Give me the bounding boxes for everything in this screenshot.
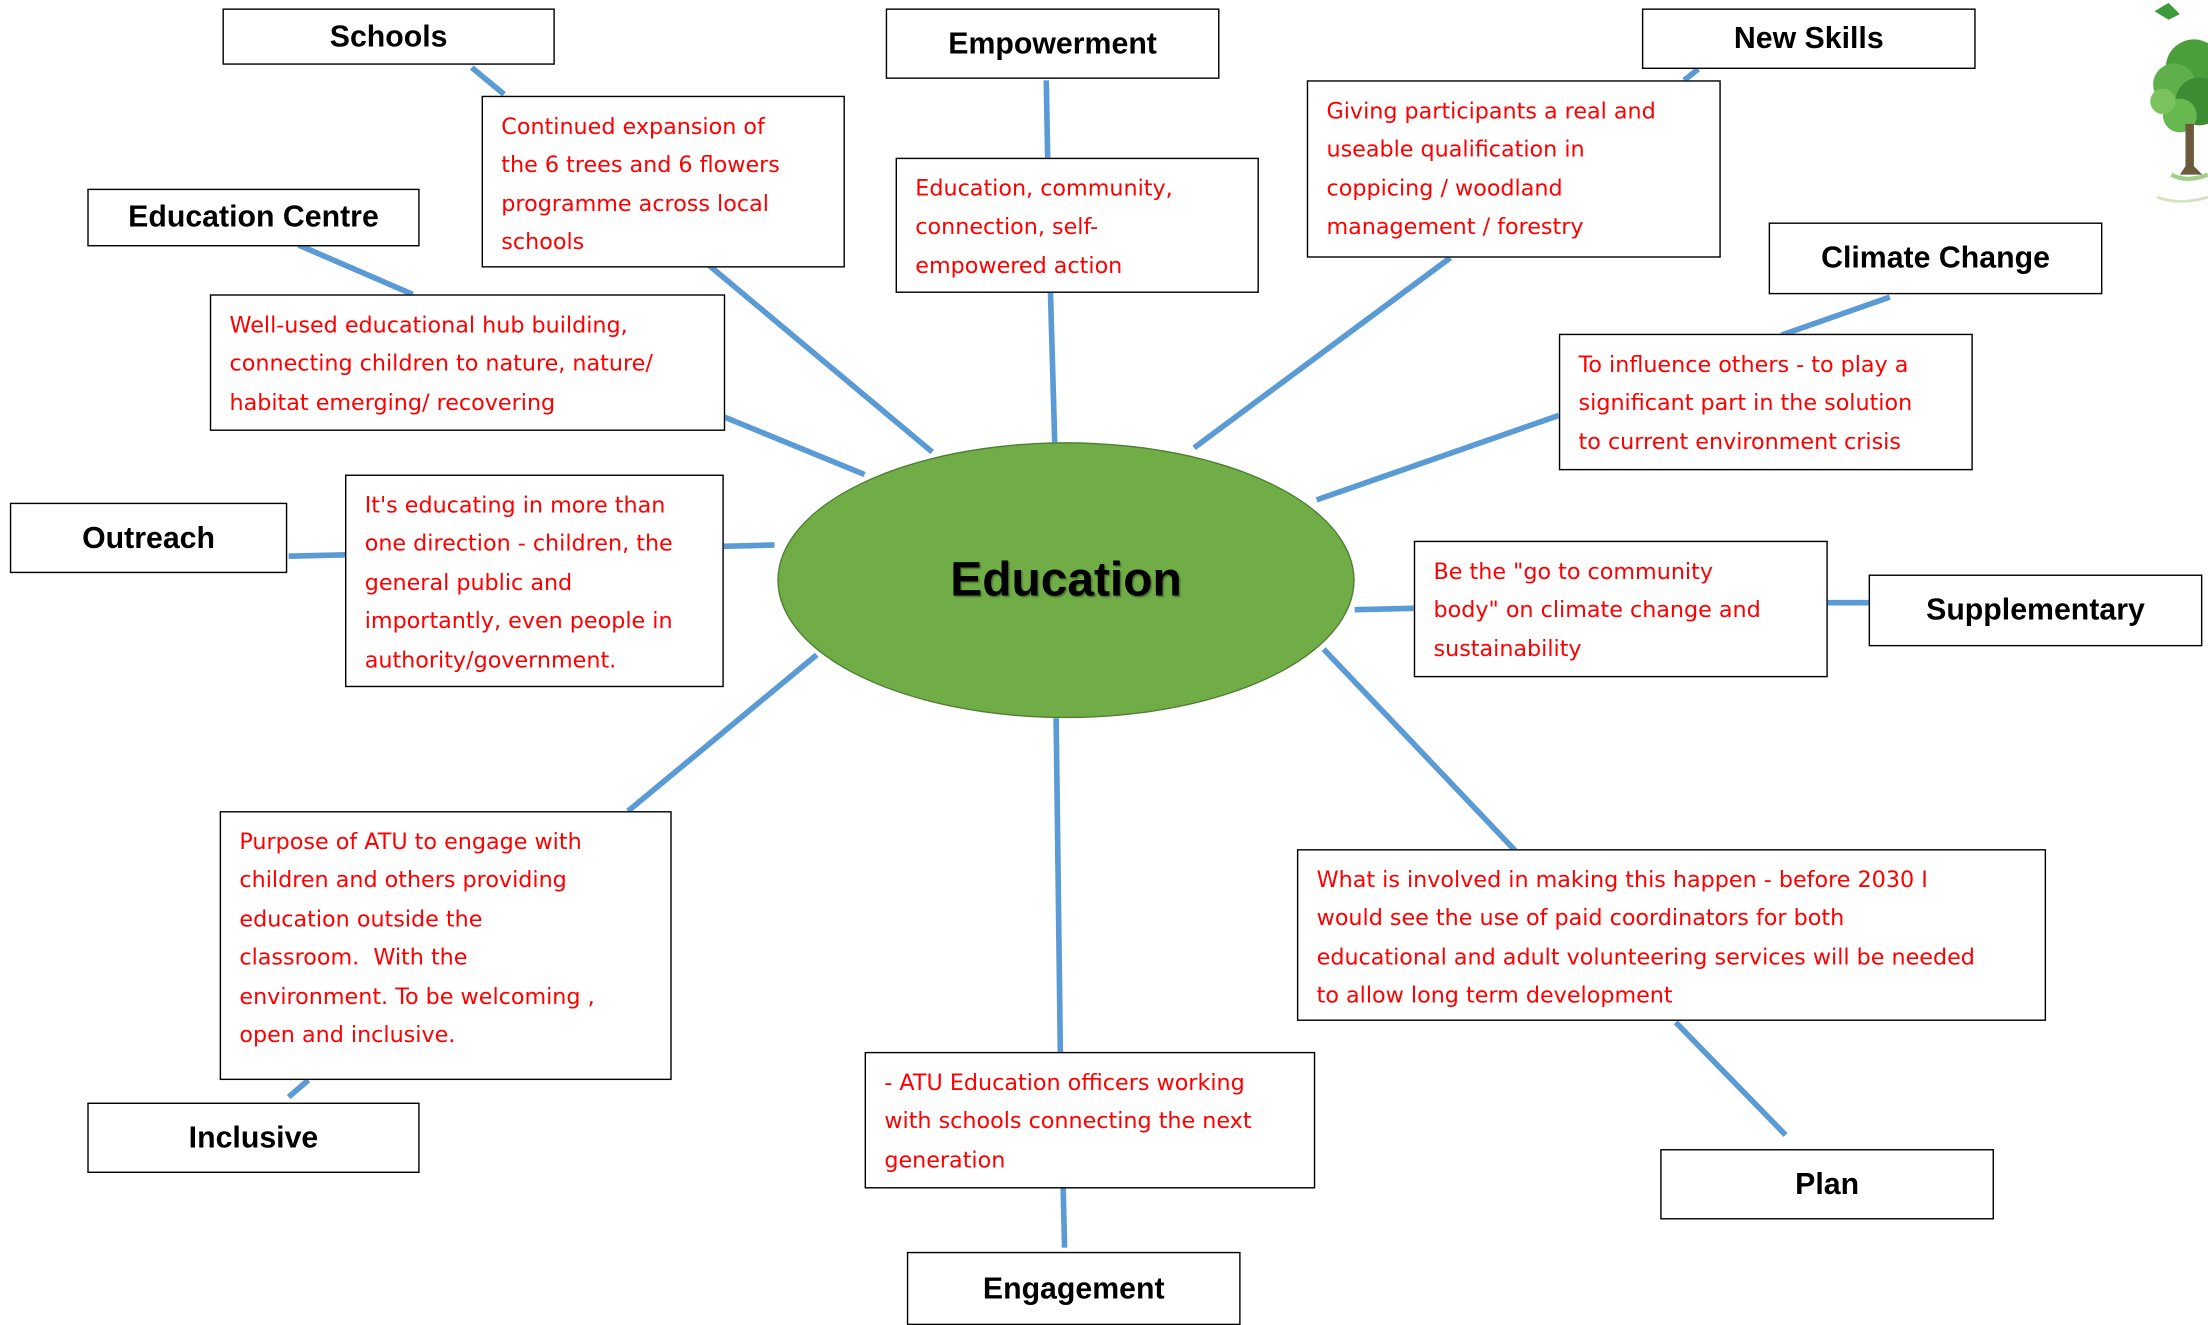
note-line: environment. To be welcoming , (239, 982, 595, 1010)
note-line: open and inclusive. (239, 1020, 456, 1048)
note-line: generation (884, 1145, 1006, 1173)
note-line: authority/government. (364, 645, 617, 673)
note-line: Continued expansion of (501, 112, 765, 140)
connector-plan-heading (1673, 1020, 1788, 1137)
connector-outreach-heading (288, 552, 347, 560)
note-line: coppicing / woodland (1326, 174, 1563, 202)
note-plan: What is involved in making this happen -… (1296, 849, 2047, 1021)
tree-logo-icon (2150, 2, 2208, 203)
note-line: empowered action (915, 251, 1123, 279)
note-inclusive: Purpose of ATU to engage with children a… (219, 811, 672, 1081)
note-line: to current environment crisis (1578, 427, 1901, 455)
heading-education-centre: Education Centre (87, 188, 420, 247)
connector-new-skills-hub (1192, 255, 1453, 451)
note-line: Purpose of ATU to engage with (239, 827, 582, 855)
heading-empowerment: Empowerment (885, 8, 1220, 79)
note-education-centre: Well-used educational hub building, conn… (209, 294, 726, 431)
note-supplementary: Be the "go to community body" on climate… (1413, 540, 1828, 678)
note-line: would see the use of paid coordinators f… (1316, 904, 1845, 932)
note-empowerment: Education, community, connection, self- … (895, 157, 1259, 293)
note-engagement: - ATU Education officers working with sc… (864, 1051, 1316, 1189)
note-line: useable qualification in (1326, 135, 1585, 163)
heading-plan: Plan (1660, 1149, 1994, 1220)
note-line: to allow long term development (1316, 981, 1673, 1009)
connector-inclusive-hub (626, 652, 819, 814)
connector-engagement-hub (1053, 718, 1064, 1054)
connector-climate-change-hub (1315, 412, 1560, 503)
note-line: importantly, even people in (364, 607, 673, 634)
connector-supplementary-hub (1354, 605, 1414, 613)
note-line: programme across local (501, 189, 769, 217)
note-line: Giving participants a real and (1326, 97, 1656, 124)
connector-inclusive-heading (286, 1077, 311, 1100)
note-line: To influence others - to play a (1578, 350, 1909, 378)
heading-supplementary: Supplementary (1868, 574, 2203, 647)
heading-engagement: Engagement (906, 1251, 1241, 1325)
note-new-skills: Giving participants a real and useable q… (1306, 80, 1721, 258)
heading-schools: Schools (222, 8, 555, 65)
connector-empowerment-hub (1047, 292, 1058, 443)
note-line: sustainability (1433, 634, 1582, 662)
note-schools: Continued expansion of the 6 trees and 6… (481, 95, 845, 268)
note-climate-change: To influence others - to play a signific… (1558, 333, 1973, 471)
heading-new-skills: New Skills (1641, 8, 1976, 69)
note-line: habitat emerging/ recovering (229, 388, 556, 416)
note-line: with schools connecting the next (884, 1107, 1252, 1135)
note-line: one direction - children, the (364, 530, 673, 557)
note-line: classroom. With the (239, 943, 468, 971)
connector-outreach-hub (723, 542, 775, 550)
hub-title: Education (950, 552, 1182, 607)
connector-plan-hub (1321, 647, 1518, 853)
connector-climate-change-heading (1780, 294, 1891, 338)
note-line: - ATU Education officers working (884, 1068, 1245, 1096)
note-line: Education, community, (915, 174, 1173, 202)
note-line: education outside the (239, 905, 483, 932)
note-line: body" on climate change and (1433, 596, 1761, 623)
note-line: What is involved in making this happen -… (1316, 866, 1928, 893)
note-line: connecting children to nature, nature/ (229, 349, 653, 377)
connector-schools-heading (469, 65, 506, 97)
hub-ellipse: Education (777, 442, 1355, 719)
note-line: Well-used educational hub building, (229, 311, 628, 338)
note-line: schools (501, 228, 585, 256)
connector-new-skills-heading (1682, 66, 1701, 83)
heading-climate-change: Climate Change (1768, 222, 2103, 295)
note-line: general public and (364, 568, 573, 596)
note-line: the 6 trees and 6 flowers (501, 151, 780, 179)
note-line: connection, self- (915, 213, 1099, 240)
heading-outreach: Outreach (9, 502, 288, 574)
note-line: Be the "go to community (1433, 557, 1713, 585)
note-line: significant part in the solution (1578, 389, 1913, 416)
connector-education-centre-hub (722, 414, 866, 478)
connector-empowerment-heading (1043, 80, 1051, 158)
note-line: management / forestry (1326, 212, 1584, 240)
note-line: children and others providing (239, 866, 567, 894)
connector-engagement-heading (1060, 1187, 1068, 1248)
note-line: educational and adult volunteering servi… (1316, 943, 1975, 970)
note-line: It's educating in more than (364, 491, 666, 519)
note-outreach: It's educating in more than one directio… (344, 474, 724, 688)
heading-inclusive: Inclusive (87, 1102, 420, 1173)
connector-schools-hub (706, 262, 935, 455)
connector-education-centre-heading (297, 242, 414, 297)
